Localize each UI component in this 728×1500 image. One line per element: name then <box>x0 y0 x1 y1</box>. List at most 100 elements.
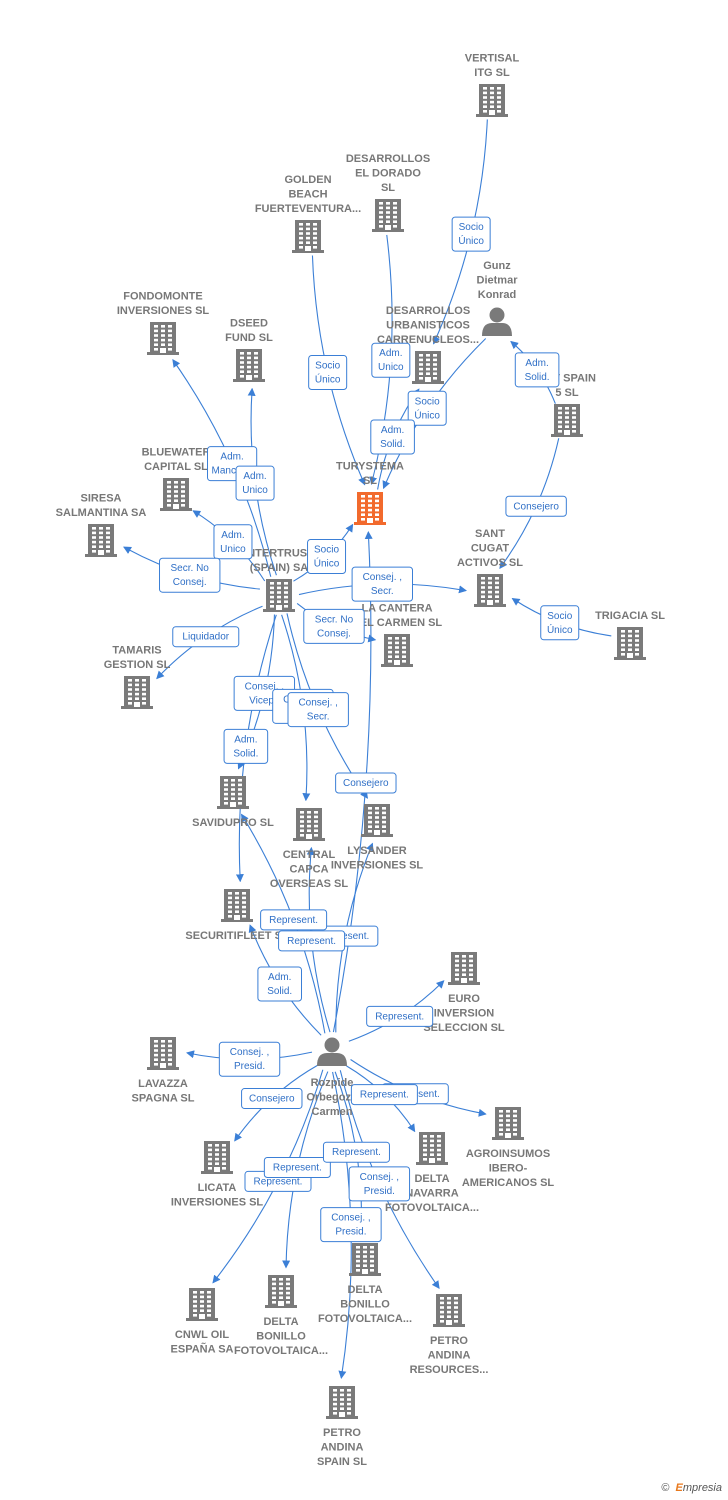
edge-label-box <box>370 419 415 455</box>
node-label-line: INVERSIONES SL <box>171 1197 264 1209</box>
node-label-line: LAVAZZA <box>138 1078 188 1090</box>
node-label-line: CENTRAL <box>283 849 336 861</box>
node-delta-bonillo2[interactable]: DELTABONILLOFOTOVOLTAICA... <box>318 1243 412 1325</box>
node-intertrust[interactable]: INTERTRUST(SPAIN) SA <box>244 548 314 613</box>
edge-label[interactable]: Represent. <box>322 1141 390 1163</box>
edge-label[interactable]: Consejero <box>241 1088 303 1110</box>
edge-label[interactable]: Adm.Solid. <box>257 966 303 1002</box>
node-securitifleet[interactable]: SECURITIFLEET SL <box>185 889 289 942</box>
node-label-line: DSEED <box>230 318 268 330</box>
node-label-line: DESARROLLOS <box>386 305 470 317</box>
edge-label[interactable]: Consej. ,Secr. <box>351 566 414 602</box>
node-label-line: SECURITIFLEET SL <box>185 930 289 942</box>
node-label-line: FONDOMONTE <box>123 291 202 303</box>
edge-label[interactable]: Consejero <box>505 495 567 517</box>
node-label-line: FOTOVOLTAICA... <box>234 1345 328 1357</box>
edge-label[interactable]: Consejero <box>335 772 397 794</box>
edge-label-box <box>287 692 349 728</box>
edge-label[interactable]: Represent. <box>263 1157 331 1179</box>
edge-label[interactable]: Consej. ,Presid. <box>218 1041 281 1077</box>
edge-label[interactable]: Consej. ,Secr. <box>287 692 349 728</box>
edge-label-box <box>241 1088 303 1110</box>
building-icon <box>361 804 393 837</box>
edge-label[interactable]: Represent. <box>260 909 328 931</box>
node-label-line: 5 SL <box>555 387 579 399</box>
building-icon <box>474 574 506 607</box>
node-label-line: EURO <box>448 993 480 1005</box>
node-delta-bonillo1[interactable]: DELTABONILLOFOTOVOLTAICA... <box>234 1275 328 1357</box>
edge-label-box <box>371 342 411 378</box>
edge-label[interactable]: Adm.Unico <box>213 524 253 560</box>
edge-label-text: Socio <box>459 222 484 233</box>
edge-label[interactable]: Consej. ,Presid. <box>320 1207 382 1243</box>
edge-label[interactable]: Consej. ,Presid. <box>348 1166 411 1202</box>
edge-label-text: Consejero <box>343 778 389 789</box>
edge-label-box <box>335 772 397 794</box>
node-label-line: SPAIN SL <box>317 1456 367 1468</box>
edge-label-text: Solid. <box>267 986 292 997</box>
node-trigacia[interactable]: TRIGACIA SL <box>595 610 665 660</box>
edge-label-text: Solid. <box>525 372 550 383</box>
node-label-line: INTERTRUST <box>244 548 314 560</box>
edge-label-text: Represent. <box>287 936 336 947</box>
edge-label[interactable]: Adm.Solid. <box>370 419 415 455</box>
edge-label[interactable]: Adm.Solid. <box>223 728 269 764</box>
edge-label-text: Represent. <box>375 1011 424 1022</box>
node-label-line: GESTION SL <box>104 659 171 671</box>
edge-label[interactable]: Adm.Unico <box>371 342 411 378</box>
node-golden-beach[interactable]: GOLDENBEACHFUERTEVENTURA... <box>255 174 361 253</box>
edge-label-text: Consej. , <box>298 698 337 709</box>
node-label-line: BONILLO <box>256 1331 306 1343</box>
edge-label[interactable]: Represent. <box>366 1005 434 1027</box>
node-petro-resources[interactable]: PETROANDINARESOURCES... <box>410 1294 489 1376</box>
edge-label-text: Adm. <box>525 358 548 369</box>
node-label-line: TAMARIS <box>112 645 161 657</box>
edge-label[interactable]: Adm. Solid. <box>514 352 560 388</box>
node-tamaris[interactable]: TAMARIS GESTION SL <box>104 645 171 710</box>
edge-label-text: Unico <box>220 544 246 555</box>
node-label-line: FUERTEVENTURA... <box>255 203 361 215</box>
building-icon <box>221 889 253 922</box>
node-label-line: SALMANTINA SA <box>56 507 147 519</box>
brand-logo[interactable]: Empresia <box>675 1482 722 1494</box>
edge-label[interactable]: Liquidador <box>172 626 240 648</box>
node-label-line: CNWL OIL <box>175 1329 229 1341</box>
edge-label[interactable]: Adm.Unico <box>235 465 275 501</box>
node-savidupro[interactable]: SAVIDUPRO SL <box>192 776 274 829</box>
edge-label-text: Consej. , <box>230 1047 269 1058</box>
edge-label[interactable]: Represent. <box>350 1084 418 1106</box>
building-icon <box>476 84 508 117</box>
edge-label[interactable]: Represent. <box>278 930 346 952</box>
node-label-line: Rozpide <box>311 1077 354 1089</box>
node-label-line: IBERO- <box>489 1163 528 1175</box>
node-delta-navarra[interactable]: DELTANAVARRAFOTOVOLTAICA... <box>385 1132 479 1214</box>
node-label-line: PETRO <box>430 1335 468 1347</box>
edge-label-text: Único <box>547 623 573 636</box>
